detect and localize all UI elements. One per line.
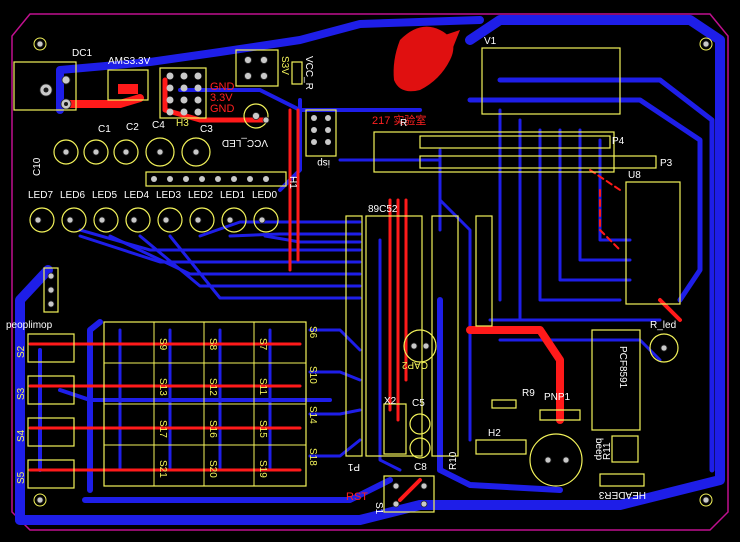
- s2-label: S2: [16, 345, 27, 358]
- r11-header3: R11 HEADER3: [598, 435, 646, 500]
- p4-label: P4: [612, 136, 625, 147]
- header-h2: H2: [475, 428, 527, 455]
- led7-label: LED7: [28, 190, 53, 201]
- dc-jack: DC1: [13, 48, 92, 111]
- u8-chip: U8: [625, 170, 681, 305]
- gnd-label-1: GND: [210, 81, 235, 93]
- p4-p3-headers: R P4 P3: [373, 118, 673, 173]
- c1-label: C1: [98, 124, 111, 135]
- led4-label: LED4: [124, 190, 149, 201]
- s14-label: S14: [307, 406, 318, 424]
- buzzer: beep: [529, 433, 604, 487]
- r9-label: R9: [522, 388, 535, 399]
- vcc-r-resistor: VCC_R: [291, 56, 314, 90]
- c2-label: C2: [126, 122, 139, 133]
- grid-s7: S7: [257, 338, 268, 351]
- c4-label: C4: [152, 120, 165, 131]
- s1-label: S1: [373, 502, 384, 515]
- r11-label: R11: [602, 442, 613, 460]
- isp-header: isp: [305, 109, 337, 168]
- c5-label: C5: [412, 398, 425, 409]
- grid-s8: S8: [207, 338, 218, 351]
- pnp1-label: PNP1: [544, 392, 571, 403]
- reset-switch: RST S1: [346, 475, 435, 515]
- mounting-holes: [33, 37, 713, 507]
- switch-matrix: S9 S8 S7 S13 S12 S11 S17 S16 S15 S21 S20…: [103, 321, 318, 487]
- s6-label: S6: [307, 326, 318, 339]
- grid-s13: S13: [157, 378, 168, 396]
- u1-label: V1: [484, 36, 497, 47]
- cap2-label: CAP2: [401, 359, 428, 370]
- grid-s15: S15: [257, 420, 268, 438]
- grid-s16: S16: [207, 420, 218, 438]
- pcf8591-chip: PCF8591: [591, 329, 641, 431]
- ams-label: AMS3.3V: [108, 56, 151, 67]
- top-copper-layer: [28, 77, 682, 502]
- grid-s20: S20: [207, 460, 218, 478]
- left-switches: S2 S3 S4 S5: [16, 333, 75, 489]
- lab-logo: 217 实验室: [372, 26, 460, 127]
- peoplimop-header: peoplimop: [6, 267, 59, 331]
- s10-label: S10: [307, 366, 318, 384]
- s4-label: S4: [16, 429, 27, 442]
- c3-label: C3: [200, 124, 213, 135]
- c10-label: C10: [32, 157, 43, 176]
- header-h3: H3 GND 3.3V GND: [159, 67, 235, 129]
- gnd-label-2: GND: [210, 103, 235, 115]
- board-outline: [11, 13, 729, 531]
- led1-label: LED1: [220, 190, 245, 201]
- led6-label: LED6: [60, 190, 85, 201]
- capacitor-row: C1 C2 C4 C3 C10: [32, 120, 213, 176]
- c8-label: C8: [414, 462, 427, 473]
- pcf-label: PCF8591: [617, 346, 628, 389]
- led3-label: LED3: [156, 190, 181, 201]
- grid-s11: S11: [257, 378, 268, 395]
- vcc-led-label: VCC_LED: [222, 137, 268, 148]
- s3v-header: S3V: [235, 49, 290, 87]
- r-led-label: R_led: [650, 320, 676, 331]
- s18-label: S18: [307, 448, 318, 466]
- grid-s12: S12: [207, 378, 218, 396]
- ams-regulator: AMS3.3V: [107, 56, 151, 101]
- grid-s19: S19: [257, 460, 268, 478]
- led-row: LED7 LED6 LED5 LED4 LED3 LED2 LED1 LED0: [28, 190, 279, 233]
- p3-label: P3: [660, 158, 673, 169]
- crystal-area: CAP2 X2 C5 C8: [383, 329, 437, 473]
- vcc-led: VCC_LED: [222, 103, 270, 148]
- s3v-label: S3V: [279, 56, 290, 75]
- beep-label: beep: [593, 438, 604, 461]
- v33-label: 3.3V: [210, 92, 233, 104]
- bottom-copper-layer: [15, 15, 725, 525]
- led0-label: LED0: [252, 190, 277, 201]
- grid-s17: S17: [157, 420, 168, 438]
- vcc-r-label: VCC_R: [303, 56, 314, 90]
- p1-label: P1: [347, 461, 360, 472]
- u1-module: V1: [481, 36, 621, 115]
- r10-label: R10: [448, 451, 459, 470]
- dc1-label: DC1: [72, 48, 92, 59]
- led2-label: LED2: [188, 190, 213, 201]
- r-led: R_led: [649, 320, 679, 363]
- logo-text: 217 实验室: [372, 113, 426, 127]
- s5-label: S5: [16, 471, 27, 484]
- header-h1: H1: [145, 171, 298, 189]
- isp-label: isp: [317, 157, 330, 168]
- pnp-transistor: PNP1 R9: [491, 388, 581, 421]
- x2-label: X2: [384, 396, 397, 407]
- grid-s21: S21: [157, 460, 168, 478]
- h2-label: H2: [488, 428, 501, 439]
- led5-label: LED5: [92, 190, 117, 201]
- grid-s9: S9: [157, 338, 168, 351]
- h3-label: H3: [176, 118, 189, 129]
- r-top-label: R: [400, 118, 407, 129]
- chip-89c52-label: 89C52: [368, 204, 398, 215]
- s3-label: S3: [16, 387, 27, 400]
- h1-label: H1: [287, 176, 298, 189]
- mcu-block: 89C52 P1 R10: [345, 204, 493, 472]
- rst-label: RST: [346, 491, 368, 503]
- u8-label: U8: [628, 170, 641, 181]
- header3-label: HEADER3: [598, 489, 646, 500]
- peoplimop-label: peoplimop: [6, 320, 53, 331]
